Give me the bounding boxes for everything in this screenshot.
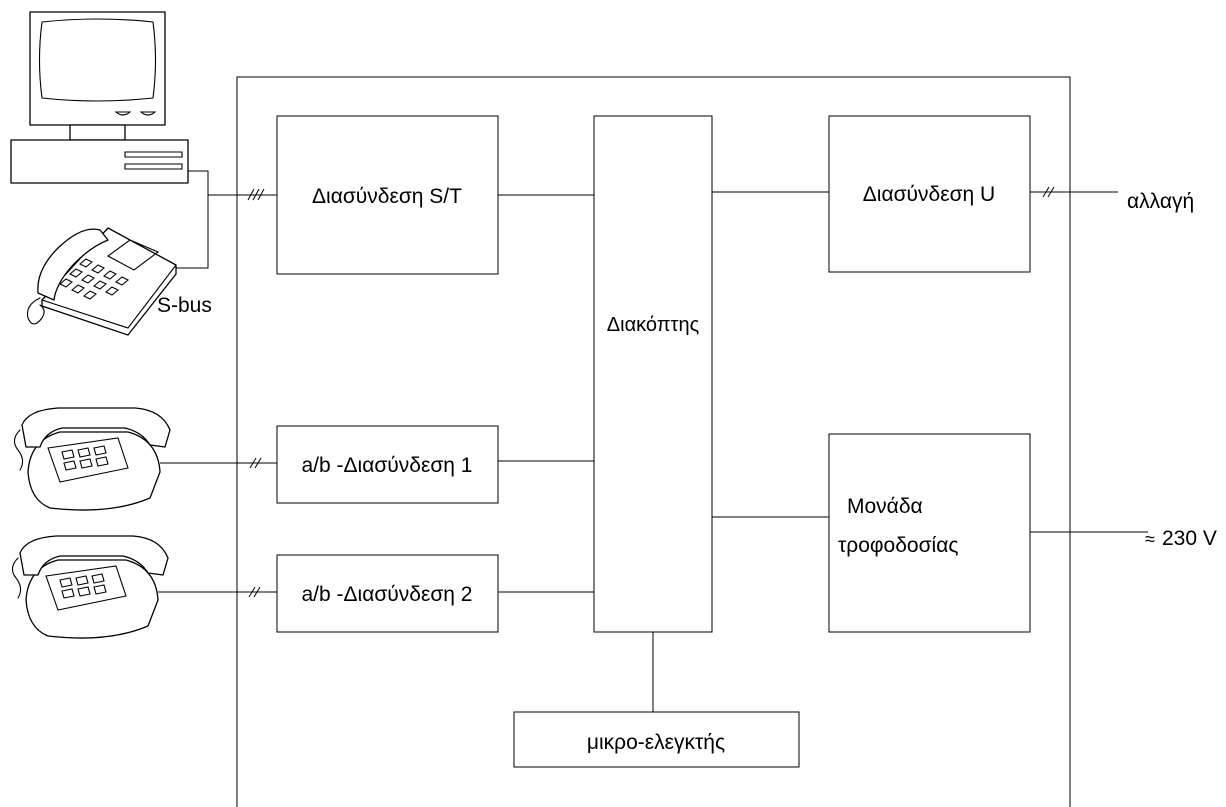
- ab1-double-tick: [249, 457, 262, 469]
- microcontroller-box: [513, 711, 800, 768]
- s-bus-label: S-bus: [157, 294, 212, 317]
- power-unit-box: [828, 433, 1031, 633]
- st-triple-tick: [247, 188, 265, 201]
- ab2-double-tick: [248, 586, 261, 598]
- line-tick-marks: [247, 186, 1055, 598]
- mains-symbol: ≈: [1145, 529, 1155, 549]
- ab-interface-1-box: [276, 425, 499, 504]
- connection-lines: [158, 170, 1148, 712]
- u-interface-label: Διασύνδεση U: [863, 183, 995, 206]
- switch-label: Διακόπτης: [607, 314, 700, 336]
- s-bus-line: [175, 170, 209, 269]
- u-double-tick: [1042, 186, 1055, 198]
- isdn-telephone-icon: [26, 227, 177, 336]
- ab-interface-1-label: a/b -Διασύνδεση 1: [301, 454, 472, 477]
- ab-interface-2-label: a/b -Διασύνδεση 2: [301, 583, 472, 606]
- analog-telephone-icon: [11, 535, 169, 639]
- mains-label: 230 V: [1162, 527, 1217, 550]
- power-unit-label-line1: Μονάδα: [847, 495, 923, 518]
- st-interface-label: Διασύνδεση S/T: [312, 185, 462, 208]
- switch-box: [593, 115, 713, 633]
- analog-telephone-icon: [13, 407, 171, 511]
- device-enclosure: [236, 76, 1071, 807]
- microcontroller-label: μικρο-ελεγκτής: [587, 731, 725, 754]
- computer-icon: [10, 11, 189, 184]
- power-unit-label-line2: τροφοδοσίας: [838, 534, 958, 557]
- ab-interface-2-box: [276, 554, 499, 633]
- st-interface-box: [276, 115, 499, 275]
- u-interface-box: [828, 115, 1031, 273]
- exchange-label: αλλαγή: [1127, 190, 1194, 213]
